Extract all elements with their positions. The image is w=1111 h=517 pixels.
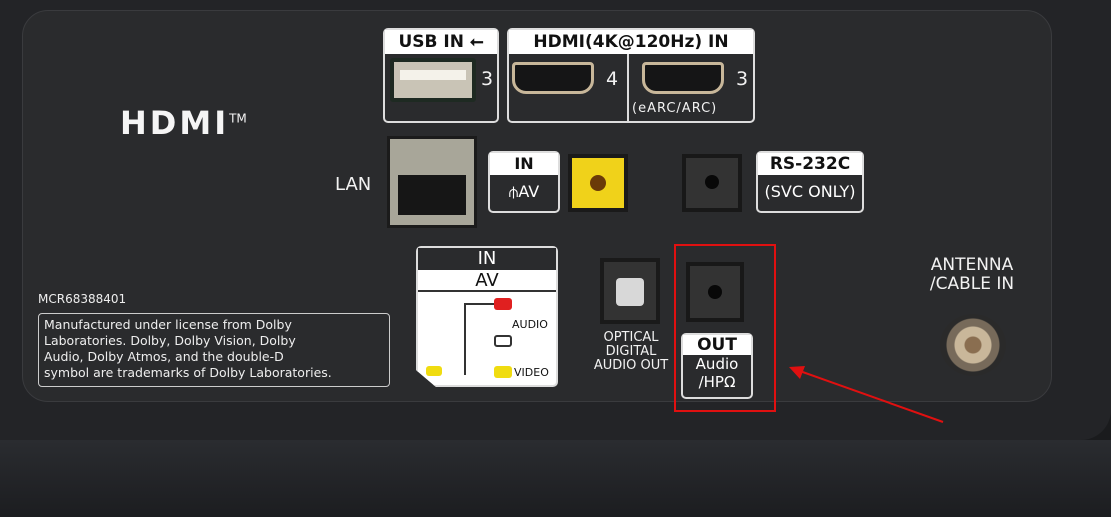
model-number: MCR68388401 xyxy=(38,292,127,306)
dolby-line: symbol are trademarks of Dolby Laborator… xyxy=(44,365,332,380)
hdmi-logo-text: HDMI xyxy=(120,104,230,142)
cable-branch xyxy=(464,303,494,305)
audio-out-top: OUT xyxy=(683,335,751,355)
video-plug-icon xyxy=(426,366,442,376)
rs232c-top: RS-232C xyxy=(758,153,862,175)
optical-label-line: AUDIO OUT xyxy=(593,358,669,373)
av-in-jack[interactable] xyxy=(568,154,628,212)
audio-hp-out-jack[interactable] xyxy=(686,262,744,322)
headphone-icon: Ω xyxy=(723,373,736,391)
yellow-plug-icon xyxy=(494,366,512,378)
av-in-label: IN ⫛AV xyxy=(488,151,560,213)
hdmi-port-4[interactable] xyxy=(512,62,594,94)
usb-port-number: 3 xyxy=(481,68,494,90)
av-in-top: IN xyxy=(490,153,558,175)
housing-bottom-edge xyxy=(0,440,1111,517)
usb-icon: ⭠ xyxy=(469,32,484,52)
av-audio-label: AUDIO xyxy=(512,318,548,331)
rs232c-bottom: (SVC ONLY) xyxy=(764,182,856,201)
hdmi-port-3-number: 3 xyxy=(736,68,749,90)
av-phone-icon: ⫛ xyxy=(508,182,519,201)
hdmi-port-4-number: 4 xyxy=(606,68,619,90)
antenna-cable-in-port[interactable] xyxy=(940,314,1006,376)
optical-label-line: DIGITAL xyxy=(605,344,657,359)
hdmi-in-group: HDMI(4K@120Hz) IN xyxy=(507,28,755,123)
dolby-line: Audio, Dolby Atmos, and the double-D xyxy=(44,349,284,364)
antenna-line2: /CABLE IN xyxy=(929,274,1015,294)
hdmi-in-header: HDMI(4K@120Hz) IN xyxy=(509,30,753,54)
usb-port[interactable] xyxy=(390,58,476,102)
usb-in-label: USB IN xyxy=(398,32,464,52)
annotation-arrow xyxy=(789,366,944,423)
audio-out-line2: /HP xyxy=(698,373,724,391)
audio-out-label: OUT Audio /HPΩ xyxy=(681,333,753,399)
dolby-notice: Manufactured under license from Dolby La… xyxy=(38,313,390,387)
lan-label: LAN xyxy=(335,174,372,195)
highlight-box xyxy=(674,244,776,412)
hdmi-logo: HDMITM xyxy=(120,104,247,142)
dolby-line: Manufactured under license from Dolby xyxy=(44,317,292,332)
red-plug-icon xyxy=(494,298,512,310)
optical-port[interactable] xyxy=(600,258,660,324)
rs232c-label: RS-232C (SVC ONLY) xyxy=(756,151,864,213)
usb-in-header: USB IN ⭠ xyxy=(385,30,497,54)
av-video-label: VIDEO xyxy=(514,366,549,379)
cable-trunk xyxy=(464,303,466,375)
av-in-diagram: IN AV AUDIO VIDEO xyxy=(416,246,558,387)
av-diagram-top: IN xyxy=(418,248,556,270)
optical-label-line: OPTICAL xyxy=(603,330,659,345)
hdmi-earc-note: (eARC/ARC) xyxy=(632,101,718,116)
hdmi-divider xyxy=(627,54,629,121)
white-plug-icon xyxy=(494,335,512,347)
audio-out-line1: Audio xyxy=(695,355,739,373)
av-diagram-sub: AV xyxy=(418,270,556,292)
av-in-bottom: AV xyxy=(518,182,540,201)
lan-port[interactable] xyxy=(387,136,477,228)
hdmi-port-3[interactable] xyxy=(642,62,724,94)
antenna-label: ANTENNA /CABLE IN xyxy=(920,256,1024,294)
antenna-line1: ANTENNA xyxy=(930,255,1014,275)
hdmi-logo-tm: TM xyxy=(229,111,247,126)
usb-in-group: USB IN ⭠ xyxy=(383,28,499,123)
dolby-line: Laboratories. Dolby, Dolby Vision, Dolby xyxy=(44,333,296,348)
optical-label: OPTICAL DIGITAL AUDIO OUT xyxy=(588,331,674,373)
rs232c-jack[interactable] xyxy=(682,154,742,212)
